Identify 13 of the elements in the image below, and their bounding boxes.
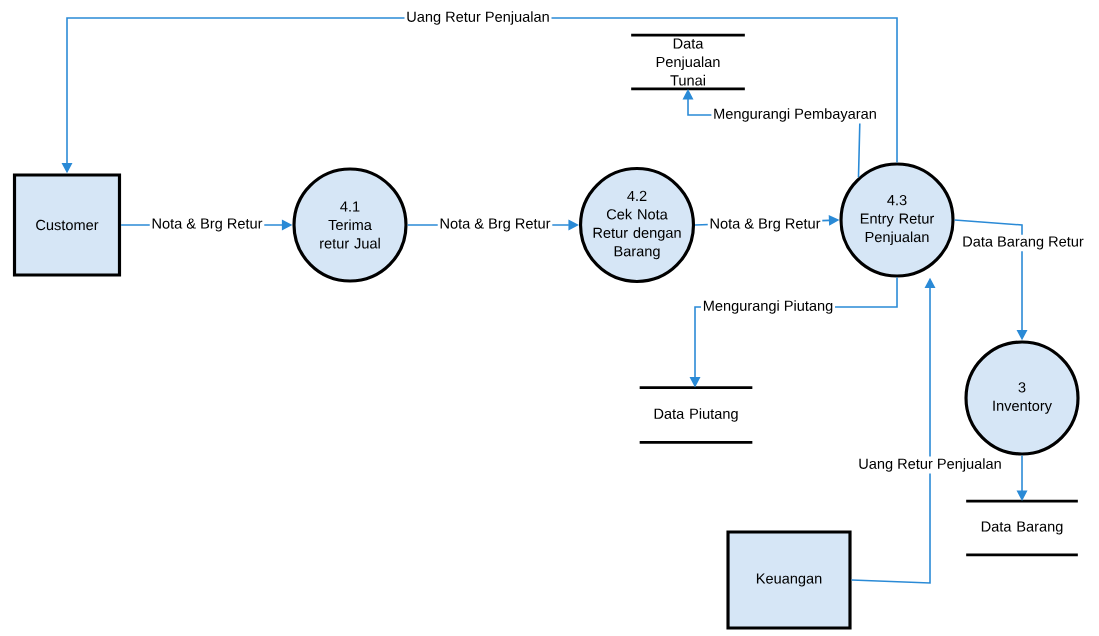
data-store: Data Barang (966, 499, 1078, 557)
entity-box: Keuangan (726, 530, 852, 630)
edge-label: Nota & Brg Retur (707, 216, 823, 234)
edge-label: Mengurangi Piutang (701, 298, 836, 316)
edge-label: Mengurangi Pembayaran (711, 106, 879, 124)
edge-label: Nota & Brg Retur (149, 216, 265, 234)
data-store: Data Penjualan Tunai (631, 33, 745, 91)
edge-label: Uang Retur Penjualan (404, 9, 552, 27)
edge-label: Nota & Brg Retur (437, 216, 553, 234)
data-store: Data Piutang (639, 386, 753, 444)
edge-label: Data Barang Retur (960, 234, 1086, 252)
entity-box: Customer (12, 173, 122, 277)
edge-label: Uang Retur Penjualan (856, 456, 1004, 474)
